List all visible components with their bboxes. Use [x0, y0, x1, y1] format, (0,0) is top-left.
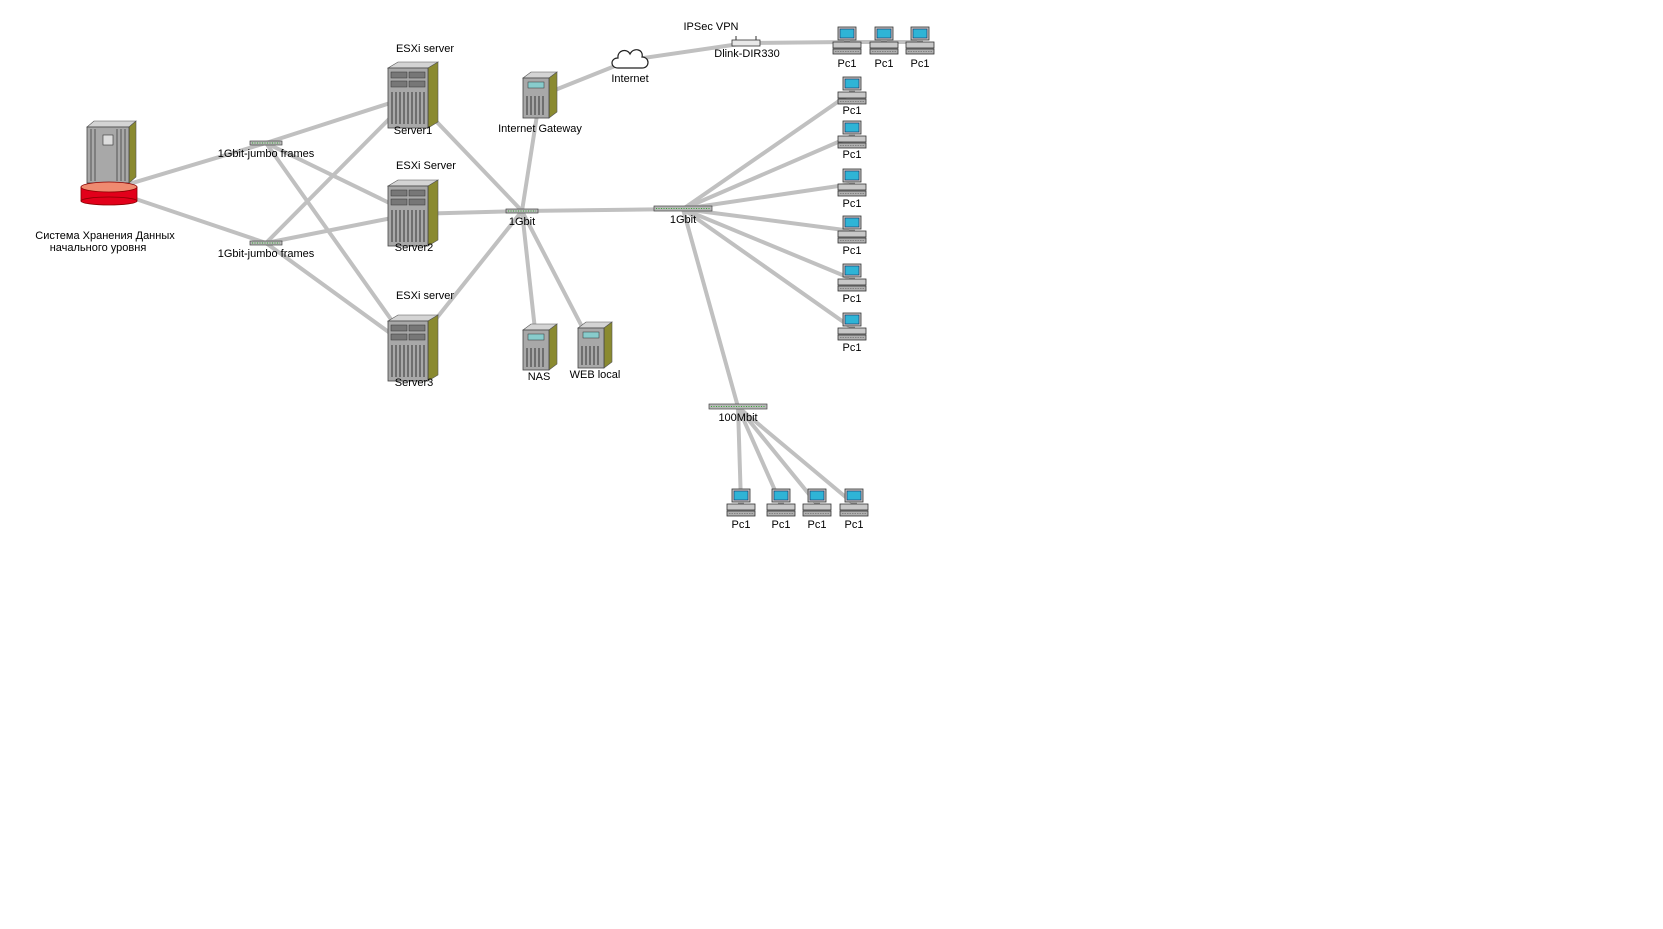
link-sw_access-pc_r1	[681, 90, 854, 211]
switch-jumbo-2[interactable]: 1Gbit-jumbo frames	[218, 240, 315, 260]
link-sw_100-pc_b3	[736, 405, 819, 506]
workstation-icon	[837, 120, 867, 149]
pc-label: Pc1	[772, 519, 791, 531]
pc-label: Pc1	[808, 519, 827, 531]
link-router-pc_top1	[744, 40, 849, 45]
pc-label: Pc1	[843, 198, 862, 210]
tower-server-icon	[522, 71, 558, 119]
tower-server-icon	[522, 323, 558, 371]
pc-label: Pc1	[845, 519, 864, 531]
pc-top-3[interactable]: Pc1	[905, 26, 935, 70]
pc-right-3[interactable]: Pc1	[837, 168, 867, 210]
link-sw_access-pc_r2	[681, 134, 854, 211]
server1-caption: ESXi server	[396, 43, 454, 55]
pc-label: Pc1	[843, 245, 862, 257]
web-label: WEB local	[570, 369, 621, 381]
pc-label: Pc1	[838, 58, 857, 70]
pc-label: Pc1	[843, 293, 862, 305]
server1-label: Server1	[394, 125, 433, 137]
pc-label: Pc1	[843, 149, 862, 161]
switch-jumbo-1-label: 1Gbit-jumbo frames	[218, 148, 315, 160]
pc-right-4[interactable]: Pc1	[837, 215, 867, 257]
workstation-icon	[837, 76, 867, 105]
link-sw_jumbo1-server3	[264, 141, 414, 351]
link-sw_access-sw_100	[681, 207, 740, 409]
server2-node[interactable]: ESXi Server Server2	[387, 160, 456, 254]
nas-label: NAS	[528, 371, 551, 383]
switch-jumbo-1[interactable]: 1Gbit-jumbo frames	[218, 140, 315, 160]
server1-node[interactable]: ESXi server Server1	[387, 43, 454, 137]
gateway-label: Internet Gateway	[498, 123, 582, 135]
switch-100mbit-node[interactable]: 100Mbit	[708, 403, 768, 424]
nas-node[interactable]: NAS	[522, 323, 558, 383]
pc-top-1[interactable]: Pc1	[832, 26, 862, 70]
switch-icon	[505, 208, 539, 214]
pc-right-1[interactable]: Pc1	[837, 76, 867, 117]
storage-sublabel: начального уровня	[50, 242, 147, 254]
router-icon	[731, 35, 761, 47]
server-rack-icon	[387, 61, 439, 129]
switch-icon	[249, 140, 283, 146]
pc-right-6[interactable]: Pc1	[837, 312, 867, 354]
link-sw_access-pc_r4	[681, 207, 854, 233]
link-sw_access-pc_r5	[681, 207, 854, 281]
link-sw_100-pc_b2	[736, 405, 783, 506]
server-rack-icon	[387, 314, 439, 382]
link-web-sw_core	[520, 209, 594, 348]
pc-label: Pc1	[911, 58, 930, 70]
pc-bottom-2[interactable]: Pc1	[766, 488, 796, 531]
core-switch-label: 1Gbit	[509, 216, 535, 228]
access-switch-label: 1Gbit	[670, 214, 696, 226]
link-sw_100-pc_b1	[736, 405, 743, 506]
internet-gateway-node[interactable]: Internet Gateway	[498, 71, 582, 135]
workstation-icon	[837, 312, 867, 341]
pc-bottom-3[interactable]: Pc1	[802, 488, 832, 531]
tower-server-icon	[577, 321, 613, 369]
storage-system-node[interactable]: Система Хранения Данных начального уровн…	[35, 120, 175, 254]
storage-label: Система Хранения Данных	[35, 230, 175, 242]
link-sw_access-pc_r6	[681, 207, 854, 330]
pc-right-5[interactable]: Pc1	[837, 263, 867, 305]
pc-label: Pc1	[875, 58, 894, 70]
web-local-node[interactable]: WEB local	[570, 321, 621, 381]
link-sw_100-pc_b4	[736, 405, 856, 506]
internet-cloud-node[interactable]: Internet	[611, 49, 649, 85]
link-sw_access-pc_r3	[681, 182, 854, 211]
server-rack-icon	[387, 179, 439, 247]
pc-label: Pc1	[843, 342, 862, 354]
vpn-caption: IPSec VPN	[683, 21, 738, 33]
server2-label: Server2	[395, 242, 434, 254]
pc-label: Pc1	[843, 105, 862, 117]
pc-bottom-4[interactable]: Pc1	[839, 488, 869, 531]
link-storage-sw_jumbo1	[107, 141, 268, 192]
access-switch-node[interactable]: 1Gbit	[653, 205, 713, 226]
switch-icon	[708, 403, 768, 410]
pc-right-2[interactable]: Pc1	[837, 120, 867, 161]
link-internet-router	[628, 41, 748, 62]
switch-icon	[653, 205, 713, 212]
pc-label: Pc1	[732, 519, 751, 531]
cloud-icon	[611, 49, 649, 69]
server2-caption: ESXi Server	[396, 160, 456, 172]
server3-node[interactable]: ESXi server Server3	[387, 290, 454, 389]
dlink-router-node[interactable]: Dlink-DIR330	[714, 35, 780, 60]
switch-100mbit-label: 100Mbit	[718, 412, 757, 424]
workstation-icon	[726, 488, 756, 517]
pc-bottom-1[interactable]: Pc1	[726, 488, 756, 531]
switch-icon	[249, 240, 283, 246]
internet-label: Internet	[611, 73, 648, 85]
router-label: Dlink-DIR330	[714, 48, 779, 60]
server3-caption: ESXi server	[396, 290, 454, 302]
workstation-icon	[837, 263, 867, 292]
connection-lines	[107, 40, 922, 506]
workstation-icon	[766, 488, 796, 517]
workstation-icon	[839, 488, 869, 517]
core-switch-node[interactable]: 1Gbit	[505, 208, 539, 228]
server3-label: Server3	[395, 377, 434, 389]
workstation-icon	[837, 168, 867, 197]
storage-array-icon	[80, 120, 138, 206]
pc-top-2[interactable]: Pc1	[869, 26, 899, 70]
switch-jumbo-2-label: 1Gbit-jumbo frames	[218, 248, 315, 260]
